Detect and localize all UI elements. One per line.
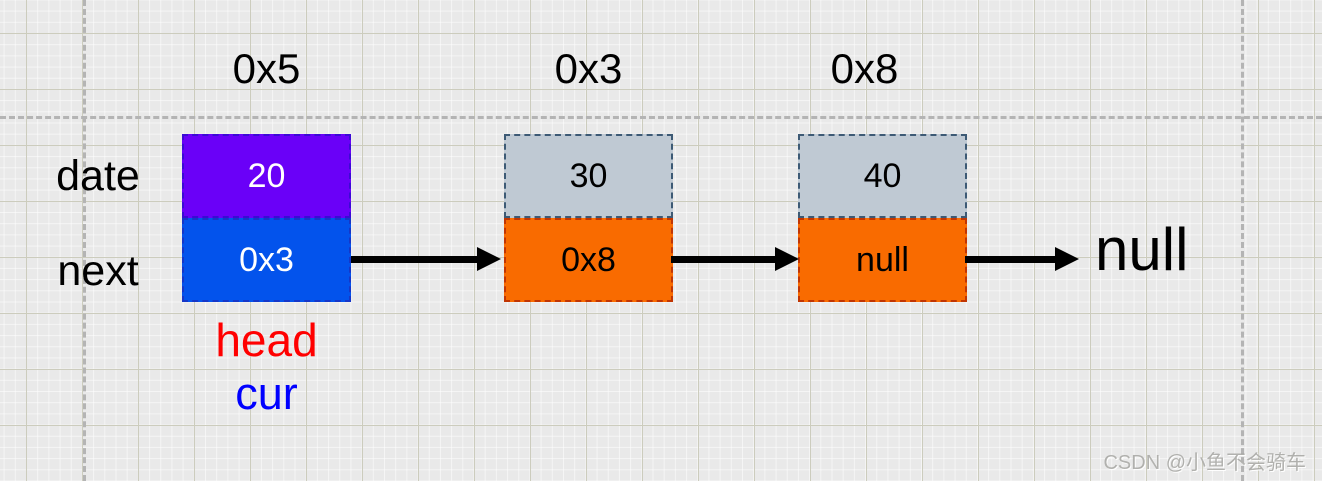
arrowhead-icon [775, 247, 799, 271]
node2-data-cell: 30 [504, 134, 673, 218]
node3-data-cell: 40 [798, 134, 967, 218]
list-node-1: 20 0x3 [182, 134, 351, 302]
row-label-data: date [56, 152, 140, 200]
node2-next-cell: 0x8 [504, 218, 673, 302]
arrow-shaft [351, 255, 477, 263]
page-guide-vertical-left [83, 0, 86, 481]
node2-address-label: 0x3 [554, 45, 623, 92]
terminal-null-label: null [1095, 216, 1189, 283]
node1-address-label: 0x5 [232, 45, 301, 92]
node1-next-cell: 0x3 [182, 218, 351, 302]
next-arrow-3 [965, 247, 1079, 271]
arrow-shaft [671, 255, 775, 263]
row-label-next: next [57, 247, 139, 295]
node3-next-cell: null [798, 218, 967, 302]
cur-pointer-label: cur [235, 368, 298, 419]
next-arrow-1 [351, 247, 501, 271]
node1-data-cell: 20 [182, 134, 351, 218]
arrow-shaft [965, 255, 1055, 263]
arrowhead-icon [477, 247, 501, 271]
page-guide-vertical-right [1241, 0, 1244, 481]
head-pointer-label: head [215, 314, 318, 366]
csdn-watermark: CSDN @小鱼不会骑车 [1103, 452, 1306, 474]
next-arrow-2 [671, 247, 799, 271]
page-guide-horizontal [0, 116, 1322, 119]
node3-address-label: 0x8 [830, 45, 899, 92]
list-node-2: 30 0x8 [504, 134, 673, 302]
list-node-3: 40 null [798, 134, 967, 302]
arrowhead-icon [1055, 247, 1079, 271]
